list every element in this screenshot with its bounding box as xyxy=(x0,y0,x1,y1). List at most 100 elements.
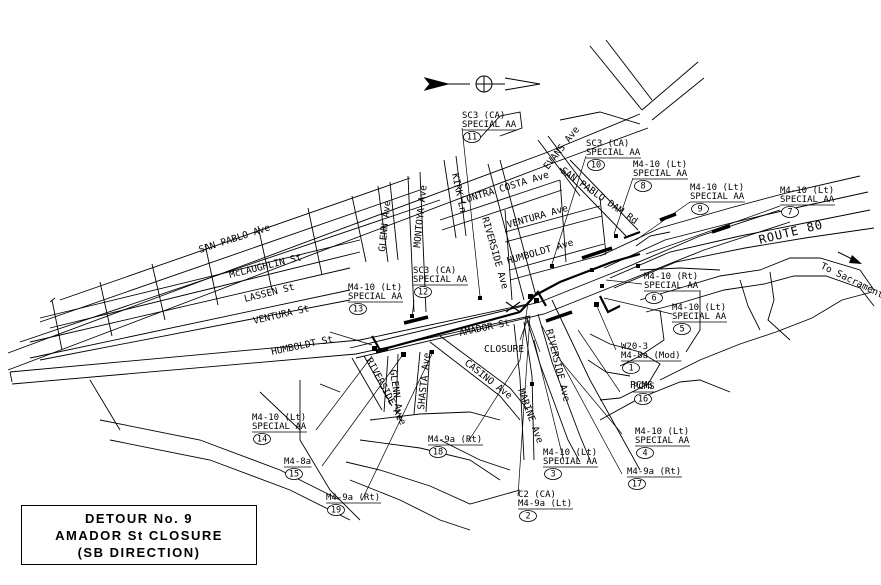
street-label-evans: EVANS Ave xyxy=(542,124,583,172)
sign-number-circle xyxy=(673,323,691,335)
sign-number: 7 xyxy=(787,208,792,218)
sign-number-circle xyxy=(349,303,367,315)
sign-number: 19 xyxy=(331,506,341,516)
sign-callout-text: M4-10 (Lt) xyxy=(348,283,402,293)
sign-number-circle xyxy=(634,393,652,405)
sign-number: 15 xyxy=(289,470,299,480)
sign-callout-text: SC3 (CA) xyxy=(586,139,629,149)
sign-callout-text: M4-8a xyxy=(284,457,311,467)
sign-callout-text: SPECIAL AA xyxy=(462,120,517,130)
sign-number: 13 xyxy=(353,305,363,315)
sign-callout-6: M4-10 (Rt)SPECIAL AA6 xyxy=(644,272,699,304)
title-line-1: DETOUR No. 9 xyxy=(84,510,194,526)
sign-number: 17 xyxy=(632,480,642,490)
sign-callout-text: SPECIAL AA xyxy=(543,457,598,467)
sign-callout-5: M4-10 (Lt)SPECIAL AA5 xyxy=(672,303,727,335)
sign-callout-3: M4-10 (Lt)SPECIAL AA 3 xyxy=(543,448,598,480)
sign-number-circle xyxy=(429,446,447,458)
sign-callouts: W20-3M4-8a (Mod)1C2 (CA)M4-9a (Lt)2M4-10… xyxy=(252,111,835,522)
sign-number: 3 xyxy=(550,470,555,480)
sign-callout-text: W20-3 xyxy=(621,342,648,352)
street-label-ventura-st: VENTURA St xyxy=(252,303,310,327)
street-label-riverside-north: RIVERSIDE Ave xyxy=(479,216,510,291)
sign-number: 6 xyxy=(651,294,656,304)
street-label-montoya: MONTOYA Ave xyxy=(412,184,430,248)
sign-callout-10: SC3 (CA)SPECIAL AA 10 xyxy=(586,139,641,171)
sign-number-circle xyxy=(781,206,799,218)
closure-label: CLOSURE xyxy=(484,344,524,355)
title-line-2: AMADOR St CLOSURE xyxy=(55,527,223,543)
sign-number-circle xyxy=(628,478,646,490)
sign-callout-text: SPECIAL AA xyxy=(633,169,688,179)
sign-callout-text: M4-9a (Rt) xyxy=(326,493,380,503)
closure-x-mark xyxy=(505,301,521,313)
detour-title-block: DETOUR No. 9 AMADOR St CLOSURE (SB DIREC… xyxy=(21,505,257,565)
sign-callout-text: SC3 (CA) xyxy=(413,266,456,276)
sign-number-circle xyxy=(645,292,663,304)
sign-callout-text: SPECIAL AA xyxy=(413,275,468,285)
route-80-label: ROUTE 80 To Sacramento xyxy=(757,217,881,303)
sign-callout-12: SC3 (CA)SPECIAL AA 12 xyxy=(413,266,468,298)
sign-callout-text: M4-8a (Mod) xyxy=(621,351,681,361)
street-label-kirk: KIRK Ln xyxy=(449,172,468,213)
sign-callout-text: SPECIAL AA xyxy=(644,281,699,291)
sign-callout-text: SPECIAL AA xyxy=(348,292,403,302)
sign-callout-text: M4-9a (Rt) xyxy=(428,435,482,445)
street-label-contra-costa: CONTRA COSTA Ave xyxy=(460,170,551,207)
sign-callout-18: M4-9a (Rt) 18 xyxy=(428,435,483,458)
sign-callout-9: M4-10 (Lt)SPECIAL AA 9 xyxy=(690,183,745,215)
sign-number: 10 xyxy=(591,161,601,171)
sign-callout-text: M4-10 (Lt) xyxy=(633,160,687,170)
sign-callout-1: W20-3M4-8a (Mod) 1 xyxy=(621,342,682,374)
sign-number-circle xyxy=(414,286,432,298)
sign-number: 4 xyxy=(642,449,647,459)
sign-callout-text: SPECIAL AA xyxy=(690,192,745,202)
street-label-humboldt-ave: HUMBOLDT Ave xyxy=(506,237,575,267)
sign-number: 12 xyxy=(418,288,428,298)
street-label-shasta: SHASTA Ave xyxy=(416,352,433,410)
sign-number-circle xyxy=(636,447,654,459)
sign-number-circle xyxy=(519,510,537,522)
sign-callout-text: C2 (CA) xyxy=(518,490,556,500)
detour-route xyxy=(371,230,641,352)
sign-callout-text: PCMS xyxy=(633,382,655,392)
sign-callout-17: M4-9a (Rt) 17 xyxy=(627,467,682,490)
sign-number-circle xyxy=(463,131,481,143)
sign-callout-text: M4-9a (Rt) xyxy=(627,467,681,477)
north-arrow-icon xyxy=(423,75,541,93)
street-label-lassen: LASSEN St xyxy=(243,282,296,305)
sign-callout-8: M4-10 (Lt)SPECIAL AA 8 xyxy=(633,160,688,192)
sign-number: 11 xyxy=(467,133,477,143)
sign-number: 2 xyxy=(525,512,530,522)
sign-callout-text: SPECIAL AA xyxy=(252,422,307,432)
sign-number: 18 xyxy=(433,448,443,458)
callout-leaders xyxy=(315,127,781,501)
sign-number-circle xyxy=(622,362,640,374)
sign-callout-text: SPECIAL AA xyxy=(635,436,690,446)
sign-number: 8 xyxy=(640,182,645,192)
sign-callout-text: M4-10 (Lt) xyxy=(690,183,744,193)
sign-callout-15: M4-8a 15 xyxy=(284,457,312,480)
sign-number-circle xyxy=(587,159,605,171)
sign-number: 14 xyxy=(257,435,267,445)
sign-callout-text: SPECIAL AA xyxy=(586,148,641,158)
sign-callout-text: M4-10 (Lt) xyxy=(672,303,726,313)
street-label-marine: MARINE Ave xyxy=(515,387,545,445)
sign-callout-text: M4-10 (Lt) xyxy=(543,448,597,458)
street-label-glenn-north: GLENN Ave xyxy=(377,200,393,253)
sign-number-circle xyxy=(327,504,345,516)
sign-callout-19: M4-9a (Rt) 19 xyxy=(326,493,381,516)
sign-number-circle xyxy=(253,433,271,445)
route-name: ROUTE 80 xyxy=(757,217,824,247)
sign-number-circle xyxy=(691,203,709,215)
sign-callout-4: M4-10 (Lt)SPECIAL AA4 xyxy=(635,427,690,459)
sign-number: 1 xyxy=(628,364,633,374)
detour-direction-bars xyxy=(375,212,731,354)
sign-number: 9 xyxy=(697,205,702,215)
street-label-riverside-south: RIVERSIDE Ave xyxy=(543,328,572,403)
sign-number: 5 xyxy=(679,325,684,335)
